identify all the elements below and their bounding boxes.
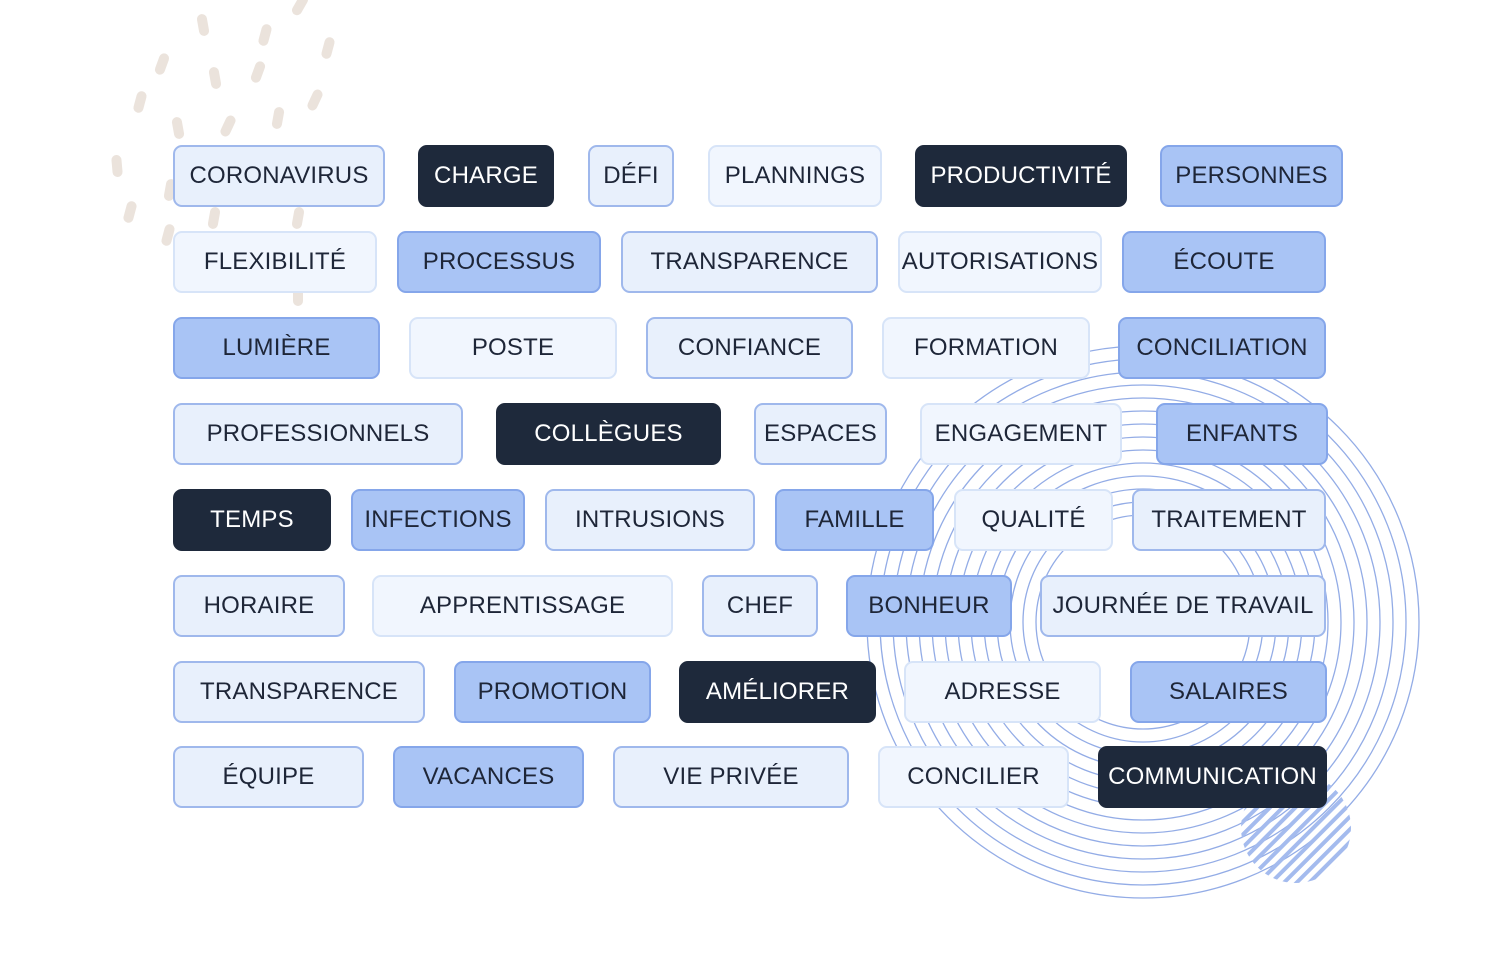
tag-transparence: TRANSPARENCE bbox=[173, 661, 425, 723]
tag-professionnels: PROFESSIONNELS bbox=[173, 403, 463, 465]
dash-mark bbox=[133, 91, 147, 113]
tag-horaire: HORAIRE bbox=[173, 575, 345, 637]
tag-ecoute: ÉCOUTE bbox=[1122, 231, 1326, 293]
tag-apprentissage: APPRENTISSAGE bbox=[372, 575, 673, 637]
tag-espaces: ESPACES bbox=[754, 403, 887, 465]
dash-mark bbox=[250, 61, 266, 83]
tag-famille: FAMILLE bbox=[775, 489, 934, 551]
tag-vacances: VACANCES bbox=[393, 746, 584, 808]
dash-mark bbox=[154, 53, 170, 75]
tag-ameliorer: AMÉLIORER bbox=[679, 661, 876, 723]
tag-charge: CHARGE bbox=[418, 145, 554, 207]
tag-journee-de-travail: JOURNÉE DE TRAVAIL bbox=[1040, 575, 1326, 637]
tag-bonheur: BONHEUR bbox=[846, 575, 1012, 637]
dash-mark bbox=[292, 0, 308, 16]
tag-coronavirus: CORONAVIRUS bbox=[173, 145, 385, 207]
tag-formation: FORMATION bbox=[882, 317, 1090, 379]
tag-processus: PROCESSUS bbox=[397, 231, 601, 293]
tag-collegues: COLLÈGUES bbox=[496, 403, 721, 465]
dash-mark bbox=[208, 67, 222, 89]
dash-mark bbox=[321, 37, 335, 59]
tag-concilier: CONCILIER bbox=[878, 746, 1069, 808]
tag-vie-privee: VIE PRIVÉE bbox=[613, 746, 849, 808]
tag-promotion: PROMOTION bbox=[454, 661, 651, 723]
dash-mark bbox=[291, 207, 305, 229]
tag-transparence: TRANSPARENCE bbox=[621, 231, 878, 293]
tag-confiance: CONFIANCE bbox=[646, 317, 853, 379]
dash-mark bbox=[123, 201, 137, 223]
tag-traitement: TRAITEMENT bbox=[1132, 489, 1326, 551]
tag-engagement: ENGAGEMENT bbox=[920, 403, 1122, 465]
dash-mark bbox=[196, 14, 210, 36]
tag-qualite: QUALITÉ bbox=[954, 489, 1113, 551]
dash-mark bbox=[111, 155, 123, 177]
tag-equipe: ÉQUIPE bbox=[173, 746, 364, 808]
dash-mark bbox=[307, 89, 323, 111]
dash-mark bbox=[271, 107, 285, 129]
tag-salaires: SALAIRES bbox=[1130, 661, 1327, 723]
tag-temps: TEMPS bbox=[173, 489, 331, 551]
tag-defi: DÉFI bbox=[588, 145, 674, 207]
tag-enfants: ENFANTS bbox=[1156, 403, 1328, 465]
tag-poste: POSTE bbox=[409, 317, 617, 379]
dash-mark bbox=[161, 224, 175, 246]
dash-mark bbox=[171, 117, 185, 139]
tag-chef: CHEF bbox=[702, 575, 818, 637]
tag-adresse: ADRESSE bbox=[904, 661, 1101, 723]
tag-communication: COMMUNICATION bbox=[1098, 746, 1327, 808]
tag-productivite: PRODUCTIVITÉ bbox=[915, 145, 1127, 207]
tag-autorisations: AUTORISATIONS bbox=[898, 231, 1102, 293]
tag-intrusions: INTRUSIONS bbox=[545, 489, 755, 551]
dash-mark bbox=[220, 115, 236, 137]
tag-infections: INFECTIONS bbox=[351, 489, 525, 551]
tag-conciliation: CONCILIATION bbox=[1118, 317, 1326, 379]
dash-mark bbox=[258, 24, 272, 46]
tag-plannings: PLANNINGS bbox=[708, 145, 882, 207]
tag-personnes: PERSONNES bbox=[1160, 145, 1343, 207]
tag-lumiere: LUMIÈRE bbox=[173, 317, 380, 379]
dash-mark bbox=[207, 207, 221, 229]
tag-flexibilite: FLEXIBILITÉ bbox=[173, 231, 377, 293]
